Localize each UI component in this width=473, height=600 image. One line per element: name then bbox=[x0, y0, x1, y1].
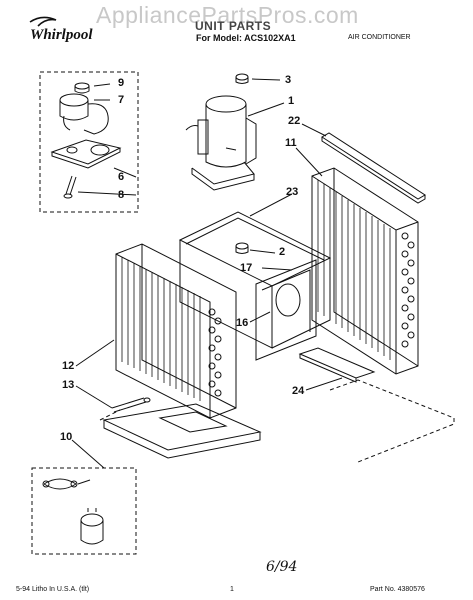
base-outline bbox=[99, 379, 455, 463]
product-category: AIR CONDITIONER bbox=[348, 34, 411, 41]
handwritten-date: 6/94 bbox=[266, 559, 298, 575]
evaporator-fins bbox=[121, 257, 201, 401]
accessory-box bbox=[31, 467, 137, 555]
footer-litho: 5-94 Litho In U.S.A. (tlt) bbox=[16, 586, 90, 593]
condenser-fins bbox=[317, 180, 391, 360]
callout-label: 16 bbox=[236, 317, 249, 329]
callout-label: 22 bbox=[288, 115, 301, 127]
callout-label: 24 bbox=[292, 385, 305, 397]
watermark: AppliancePartsPros.com bbox=[96, 2, 359, 28]
footer-page-number: 1 bbox=[230, 586, 234, 593]
subassembly-box bbox=[39, 71, 139, 213]
condenser-tube-ends bbox=[401, 232, 415, 348]
part-seal-strip-22 bbox=[321, 132, 426, 204]
part-capacitor-strap bbox=[42, 478, 91, 490]
part-nut-9 bbox=[74, 82, 90, 94]
callout-label: 11 bbox=[285, 137, 297, 149]
part-orifice-panel-16 bbox=[255, 259, 317, 361]
callout-label: 8 bbox=[118, 189, 125, 201]
part-evaporator-coil-12 bbox=[115, 243, 237, 419]
part-capacitor bbox=[80, 508, 104, 545]
part-condenser-coil-11 bbox=[311, 167, 419, 375]
part-base-rail-24 bbox=[298, 347, 376, 383]
part-cap-3 bbox=[235, 73, 249, 84]
page-title: UNIT PARTS bbox=[195, 19, 272, 33]
part-base-pan-10 bbox=[102, 403, 262, 459]
callout-label: 3 bbox=[285, 74, 292, 86]
callout-label: 10 bbox=[60, 431, 73, 443]
callout-label: 2 bbox=[279, 246, 286, 258]
callout-label: 1 bbox=[288, 95, 295, 107]
part-compressor-1 bbox=[185, 95, 257, 191]
brand-swirl bbox=[29, 16, 57, 27]
callout-label: 7 bbox=[118, 94, 125, 106]
callout-label: 9 bbox=[118, 77, 125, 89]
callout-label: 6 bbox=[118, 171, 125, 183]
callout-label: 17 bbox=[240, 262, 253, 274]
brand-logo: Whirlpool bbox=[30, 27, 93, 43]
footer-part-number: Part No. 4380576 bbox=[370, 586, 425, 593]
callout-label: 23 bbox=[286, 186, 299, 198]
callout-label: 12 bbox=[62, 360, 75, 372]
evaporator-tube-ends bbox=[208, 308, 222, 397]
part-cabinet-frame-23 bbox=[178, 211, 332, 349]
part-drain-tube-13 bbox=[111, 397, 151, 413]
callout-label: 13 bbox=[62, 379, 75, 391]
part-grommet-2 bbox=[235, 242, 249, 254]
part-bracket-6 bbox=[50, 139, 122, 169]
model-number: For Model: ACS102XA1 bbox=[196, 33, 296, 43]
part-screw-8 bbox=[63, 175, 77, 199]
part-17-leader bbox=[261, 267, 293, 271]
part-fan-motor-7 bbox=[59, 93, 109, 135]
